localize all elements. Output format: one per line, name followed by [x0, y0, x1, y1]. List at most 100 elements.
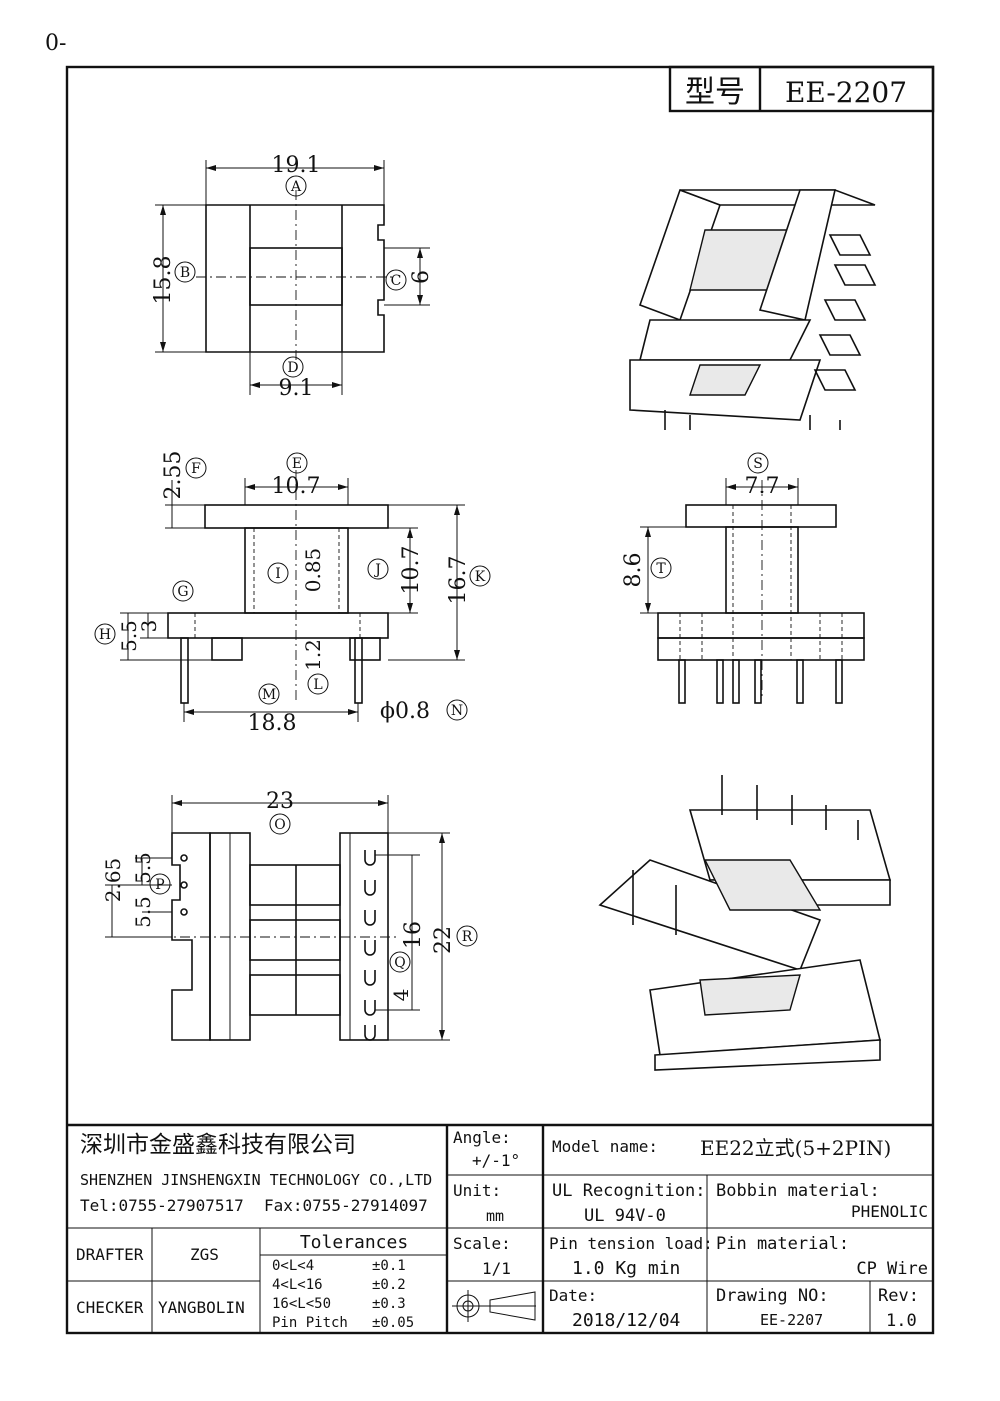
company-tel: Tel:0755-27907517 [80, 1196, 244, 1215]
svg-text:B: B [180, 265, 190, 281]
callout-p: P [149, 873, 171, 895]
checker-label: CHECKER [76, 1298, 144, 1317]
checker-value: YANGBOLIN [158, 1298, 245, 1317]
projection-symbol-icon [452, 1290, 536, 1322]
dim-bottom-pitch-b: 5.5 [131, 896, 155, 928]
drawing-no-label: Drawing NO: [716, 1286, 829, 1306]
callout-g: G [172, 580, 194, 602]
callout-f: F [185, 457, 207, 479]
tol-range-2: 16<L<50 [272, 1296, 331, 1312]
svg-text:Q: Q [394, 955, 405, 971]
dim-top-window: 6 [409, 270, 434, 284]
tol-value-0: ±0.1 [372, 1258, 406, 1274]
ul-value: UL 94V-0 [584, 1206, 666, 1226]
page-marker: 0- [45, 31, 66, 56]
rev-value: 1.0 [886, 1311, 917, 1331]
tol-value-3: ±0.05 [372, 1315, 414, 1331]
bobbin-material-label: Bobbin material: [716, 1181, 880, 1201]
dim-side-height: 8.6 [621, 553, 646, 588]
scale-label: Scale: [453, 1234, 511, 1253]
iso-view-top [629, 188, 877, 430]
svg-text:K: K [475, 569, 486, 585]
callout-n: N [446, 699, 468, 721]
svg-text:J: J [373, 562, 381, 578]
svg-text:H: H [99, 627, 111, 643]
drafter-value: ZGS [190, 1245, 219, 1264]
bottom-view: 23 22 16 4 2.65 5.5 5.5 [101, 789, 456, 1041]
dim-front-baset: 3 [137, 620, 161, 633]
side-view: 7.7 8.6 [621, 474, 865, 704]
callout-l: L [307, 673, 329, 695]
svg-text:E: E [292, 456, 302, 472]
callout-r: R [456, 925, 478, 947]
tolerances-title: Tolerances [300, 1232, 408, 1253]
date-value: 2018/12/04 [572, 1310, 680, 1331]
svg-text:I: I [275, 566, 281, 582]
callout-h: H [94, 623, 116, 645]
callout-t: T [650, 557, 672, 579]
callout-circles: A B C D E F G H I J K L M N O P Q R S T [94, 175, 769, 973]
company-fax: Fax:0755-27914097 [264, 1196, 428, 1215]
iso-view-bottom [598, 775, 892, 1071]
dim-front-span: 10.7 [272, 474, 321, 499]
tol-range-0: 0<L<4 [272, 1258, 314, 1274]
svg-text:D: D [287, 360, 298, 376]
drafter-label: DRAFTER [76, 1245, 144, 1264]
svg-text:F: F [191, 461, 201, 477]
drawing-frame [65, 65, 935, 1335]
company-name-cn: 深圳市金盛鑫科技有限公司 [80, 1132, 356, 1158]
model-name-label: Model name: [552, 1137, 658, 1156]
angle-value: +/-1° [472, 1151, 520, 1170]
svg-text:O: O [274, 817, 285, 833]
svg-text:N: N [451, 703, 463, 719]
callout-e: E [286, 452, 308, 474]
unit-label: Unit: [453, 1181, 501, 1200]
dim-front-pinspan: 18.8 [248, 711, 297, 736]
svg-text:T: T [656, 561, 666, 577]
callout-s: S [747, 452, 769, 474]
model-box-value: EE-2207 [785, 76, 907, 109]
ul-label: UL Recognition: [552, 1181, 706, 1201]
dim-bottom-height: 22 [431, 926, 456, 954]
dim-front-pinoff: 1.2 [301, 639, 325, 671]
company-name-en: SHENZHEN JINSHENGXIN TECHNOLOGY CO.,LTD [80, 1171, 432, 1189]
callout-o: O [269, 813, 291, 835]
pin-material-label: Pin material: [716, 1234, 849, 1254]
unit-value: mm [486, 1207, 504, 1225]
svg-text:G: G [177, 584, 188, 600]
dim-front-flange: 2.55 [161, 451, 186, 500]
callout-a: A [285, 175, 307, 197]
dim-bottom-width: 23 [266, 789, 294, 814]
svg-text:S: S [753, 456, 763, 472]
dim-front-wall: 0.85 [301, 548, 325, 593]
dim-front-baseh: 5.5 [117, 620, 141, 652]
model-box: 型号 EE-2207 [668, 65, 935, 113]
callout-j: J [367, 558, 389, 580]
tol-value-2: ±0.3 [372, 1296, 406, 1312]
svg-text:C: C [391, 273, 402, 289]
tol-range-1: 4<L<16 [272, 1277, 323, 1293]
date-label: Date: [549, 1286, 597, 1305]
callout-d: D [282, 356, 304, 378]
dim-front-pindia: ϕ0.8 [380, 699, 430, 724]
drawing-no-value: EE-2207 [760, 1311, 823, 1329]
callout-m: M [258, 683, 280, 705]
callout-q: Q [389, 951, 411, 973]
dim-top-core: 9.1 [279, 376, 314, 401]
bobbin-material-value: PHENOLIC [851, 1202, 928, 1221]
dim-bottom-slot: 4 [389, 989, 413, 1002]
svg-text:M: M [262, 687, 276, 703]
callout-c: C [385, 269, 407, 291]
top-view: 19.1 15.8 6 9.1 [151, 153, 434, 401]
dim-bottom-rows: 16 [401, 921, 426, 949]
dim-top-width: 19.1 [272, 153, 321, 178]
scale-value: 1/1 [482, 1259, 511, 1278]
callout-k: K [469, 565, 491, 587]
svg-text:A: A [290, 179, 302, 195]
callout-i: I [267, 562, 289, 584]
dim-top-height: 15.8 [151, 256, 176, 305]
dim-side-width: 7.7 [745, 474, 780, 499]
model-name-value: EE22立式(5+2PIN) [700, 1136, 891, 1160]
dim-front-height: 16.7 [446, 556, 471, 605]
pin-tension-label: Pin tension load: [549, 1234, 713, 1253]
